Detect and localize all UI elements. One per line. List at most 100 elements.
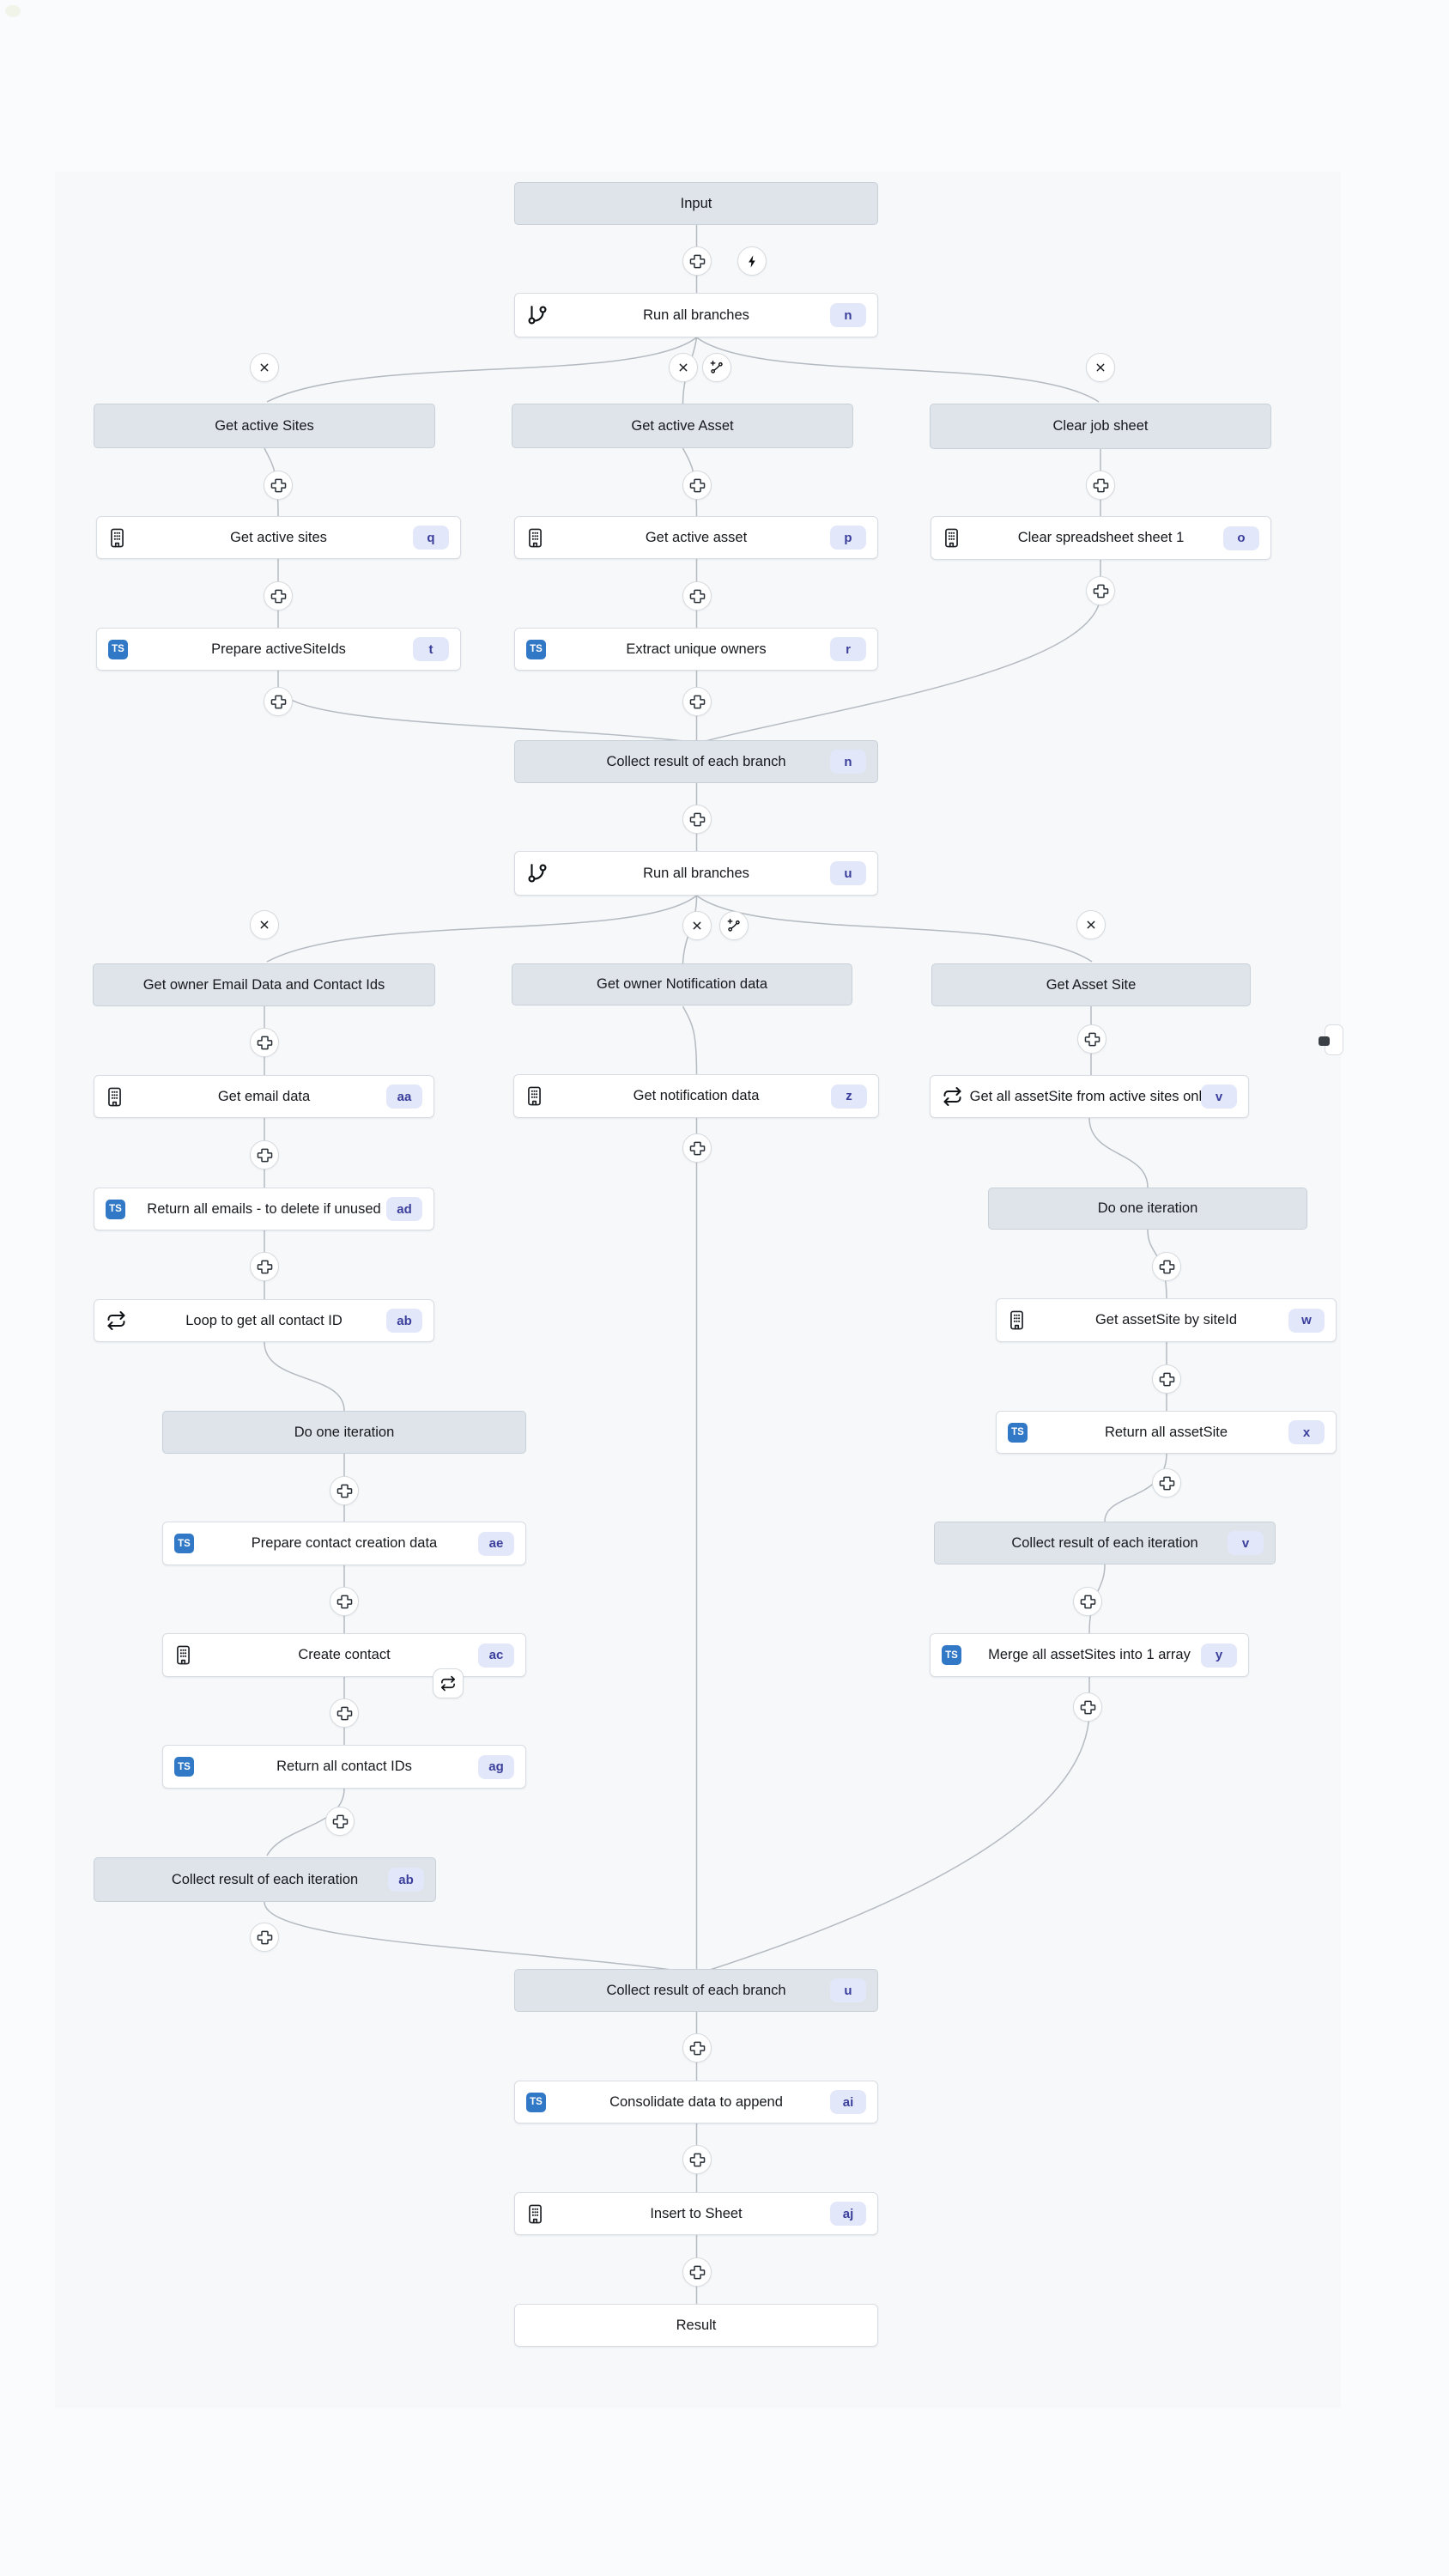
add-step-button[interactable] bbox=[1073, 1587, 1102, 1616]
remove-branch-button[interactable] bbox=[682, 911, 712, 940]
add-step-button[interactable] bbox=[1152, 1364, 1181, 1394]
add-branch-button[interactable] bbox=[719, 911, 749, 940]
add-step-button[interactable] bbox=[330, 1476, 359, 1505]
plus-icon bbox=[1092, 477, 1110, 495]
add-step-button[interactable] bbox=[1073, 1692, 1102, 1722]
add-step-button[interactable] bbox=[330, 1698, 359, 1728]
get-active-sites-branch-header[interactable]: Get active Sites bbox=[94, 404, 435, 448]
add-step-button[interactable] bbox=[682, 687, 712, 716]
clear-job-sheet-branch-header[interactable]: Clear job sheet bbox=[930, 404, 1271, 449]
get-active-asset-branch-header[interactable]: Get active Asset bbox=[512, 404, 853, 448]
node-label: Run all branches bbox=[643, 865, 749, 881]
node-badge: ac bbox=[478, 1643, 514, 1668]
x-icon bbox=[1094, 361, 1107, 374]
connector-edge bbox=[266, 895, 697, 963]
get-all-assetsite-step[interactable]: Get all assetSite from active sites only… bbox=[930, 1075, 1249, 1118]
git-branch-icon bbox=[526, 862, 549, 884]
remove-branch-button[interactable] bbox=[1086, 353, 1115, 382]
add-step-button[interactable] bbox=[682, 471, 712, 500]
node-badge: ag bbox=[478, 1754, 514, 1779]
add-step-button[interactable] bbox=[264, 687, 293, 716]
add-step-button[interactable] bbox=[682, 1133, 712, 1163]
add-step-button[interactable] bbox=[325, 1807, 355, 1836]
add-step-button[interactable] bbox=[1077, 1024, 1106, 1054]
add-step-button[interactable] bbox=[264, 471, 293, 500]
remove-branch-button[interactable] bbox=[250, 353, 279, 382]
add-step-button[interactable] bbox=[250, 1140, 279, 1170]
add-step-button[interactable] bbox=[682, 2145, 712, 2174]
node-badge: v bbox=[1201, 1084, 1237, 1109]
lightning-icon bbox=[745, 253, 760, 270]
connector-edge bbox=[706, 1677, 1090, 1971]
do-one-iteration-right-header[interactable]: Do one iteration bbox=[988, 1188, 1307, 1230]
x-icon bbox=[690, 919, 704, 933]
remove-branch-button[interactable] bbox=[669, 353, 698, 382]
add-step-button[interactable] bbox=[682, 581, 712, 611]
add-step-button[interactable] bbox=[1086, 576, 1115, 605]
add-step-button[interactable] bbox=[250, 1252, 279, 1281]
get-owner-notification-branch-header[interactable]: Get owner Notification data bbox=[512, 963, 852, 1005]
add-step-button[interactable] bbox=[1152, 1252, 1181, 1281]
node-label: Insert to Sheet bbox=[650, 2205, 743, 2221]
plus-icon bbox=[331, 1813, 349, 1831]
add-step-button[interactable] bbox=[682, 246, 712, 276]
add-branch-button[interactable] bbox=[702, 353, 731, 382]
add-step-button[interactable] bbox=[250, 1028, 279, 1057]
panel-handle-dash-icon bbox=[1319, 1036, 1330, 1046]
add-step-button[interactable] bbox=[1086, 471, 1115, 500]
connector-edge bbox=[682, 1005, 698, 1075]
add-step-button[interactable] bbox=[682, 805, 712, 834]
node-badge: z bbox=[831, 1084, 867, 1109]
add-step-button[interactable] bbox=[682, 2257, 712, 2287]
do-one-iteration-left-header[interactable]: Do one iteration bbox=[162, 1411, 526, 1454]
git-branch-icon bbox=[526, 304, 549, 326]
typescript-icon-label: TS bbox=[174, 1534, 194, 1553]
add-step-button[interactable] bbox=[330, 1587, 359, 1616]
add-step-button[interactable] bbox=[264, 581, 293, 611]
input-node[interactable]: Input bbox=[514, 182, 878, 225]
node-badge: ai bbox=[830, 2090, 866, 2114]
add-step-button[interactable] bbox=[1152, 1468, 1181, 1498]
remove-branch-button[interactable] bbox=[1076, 910, 1106, 939]
connector-edge bbox=[696, 895, 1093, 963]
spreadsheet-building-icon bbox=[526, 526, 544, 550]
remove-branch-button[interactable] bbox=[250, 910, 279, 939]
typescript-icon: TS bbox=[942, 1645, 961, 1665]
add-step-button[interactable] bbox=[250, 1923, 279, 1952]
add-step-button[interactable] bbox=[682, 2033, 712, 2063]
result-node[interactable]: Result bbox=[514, 2304, 878, 2347]
node-badge: n bbox=[830, 750, 866, 774]
get-owner-email-branch-header[interactable]: Get owner Email Data and Contact Ids bbox=[93, 963, 435, 1006]
trigger-button[interactable] bbox=[737, 246, 767, 276]
repeat-loop-icon bbox=[106, 1310, 127, 1331]
get-asset-site-branch-header[interactable]: Get Asset Site bbox=[931, 963, 1251, 1006]
loop-indicator-button[interactable] bbox=[433, 1668, 464, 1698]
connector-edge bbox=[266, 337, 697, 403]
plus-icon bbox=[1079, 1593, 1097, 1611]
node-label: Prepare contact creation data bbox=[251, 1535, 438, 1551]
